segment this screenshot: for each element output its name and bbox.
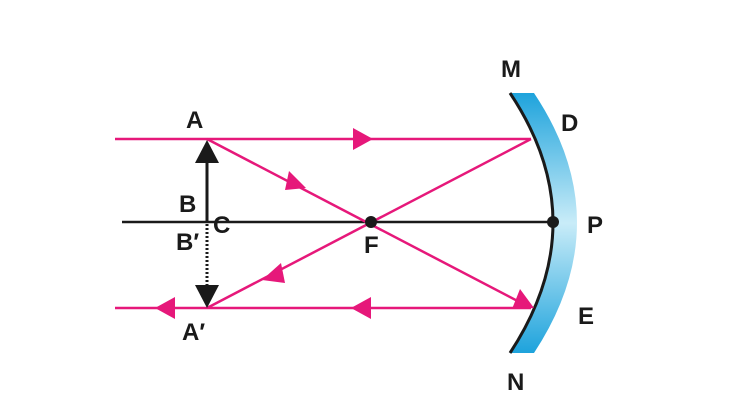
arrow-down-right-icon bbox=[285, 171, 306, 190]
label-E: E bbox=[578, 303, 594, 330]
label-F: F bbox=[364, 232, 379, 259]
arrow-left-icon bbox=[351, 297, 371, 319]
arrow-down-left-icon bbox=[262, 263, 285, 283]
object-arrowhead-icon bbox=[195, 140, 219, 163]
label-B-prime: B′ bbox=[176, 229, 199, 256]
label-M: M bbox=[501, 56, 521, 83]
arrow-right-icon bbox=[353, 128, 373, 150]
label-D: D bbox=[561, 110, 578, 137]
label-A-prime: A′ bbox=[182, 319, 205, 346]
arrow-down-right-to-E-icon bbox=[512, 289, 534, 309]
label-B: B bbox=[179, 191, 196, 218]
label-P: P bbox=[587, 212, 603, 239]
image-arrowhead-icon bbox=[195, 285, 219, 308]
label-N: N bbox=[507, 369, 524, 396]
arrow-left-exit-icon bbox=[155, 297, 175, 319]
mirror-body bbox=[510, 93, 577, 353]
label-C: C bbox=[213, 212, 230, 239]
label-A: A bbox=[186, 107, 203, 134]
pole-point-P bbox=[547, 216, 559, 228]
focus-point-F bbox=[365, 216, 377, 228]
